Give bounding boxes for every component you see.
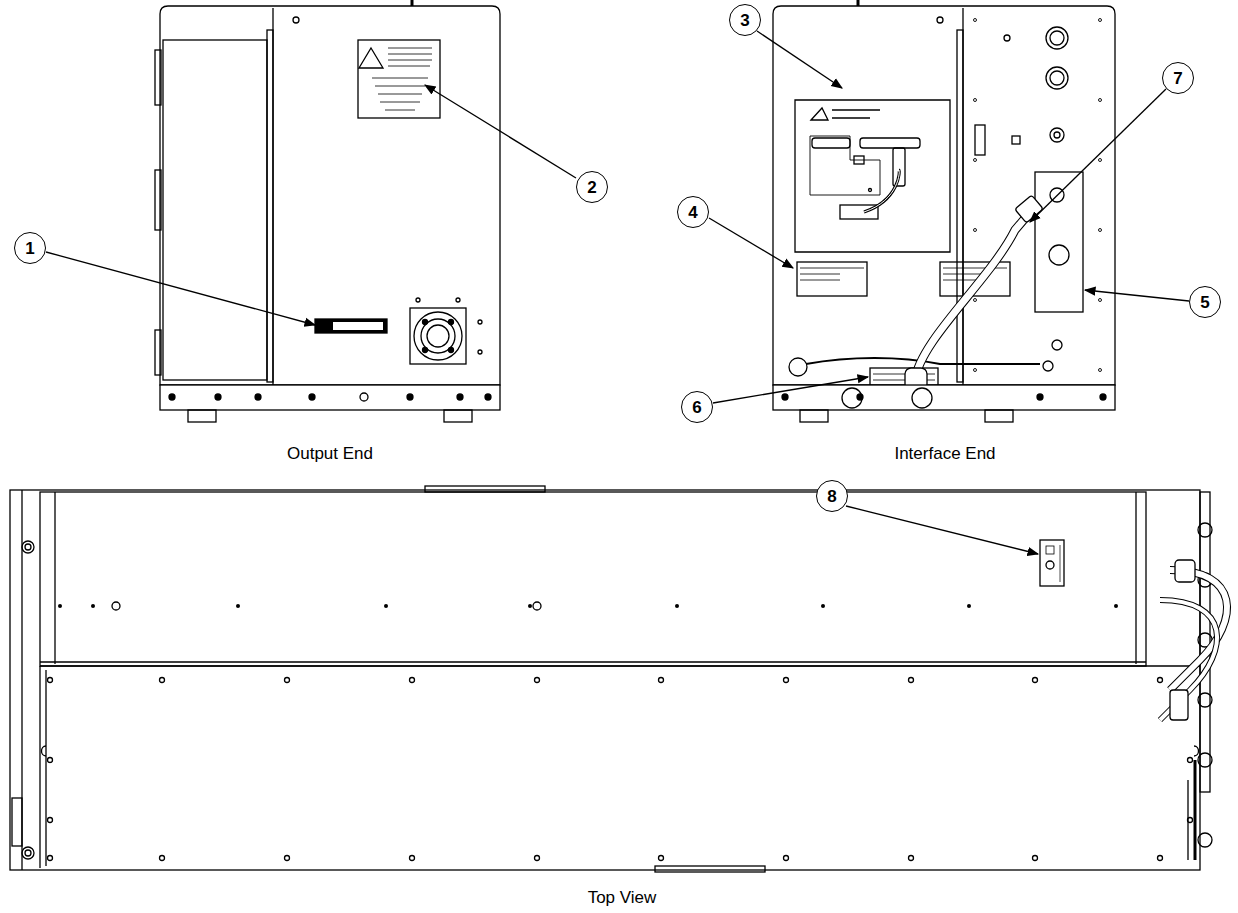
callout-circle: 1	[14, 232, 46, 264]
callout-number: 7	[1173, 70, 1182, 87]
callout-circle: 2	[576, 171, 608, 203]
callout-number: 4	[688, 204, 697, 221]
callout-circle: 8	[816, 480, 848, 512]
callout-circle: 7	[1162, 62, 1194, 94]
callout-number: 1	[25, 240, 34, 257]
view-caption: Top View	[588, 888, 657, 908]
callout-number: 5	[1200, 294, 1209, 311]
view-caption: Output End	[287, 444, 373, 464]
callout-circle: 4	[677, 196, 709, 228]
callout-circle: 3	[729, 4, 761, 36]
callout-circle: 5	[1189, 286, 1221, 318]
callout-number: 6	[692, 399, 701, 416]
view-caption: Interface End	[894, 444, 995, 464]
callout-number: 3	[740, 12, 749, 29]
callout-circle: 6	[681, 391, 713, 423]
callout-number: 8	[827, 488, 836, 505]
callout-number: 2	[587, 179, 596, 196]
